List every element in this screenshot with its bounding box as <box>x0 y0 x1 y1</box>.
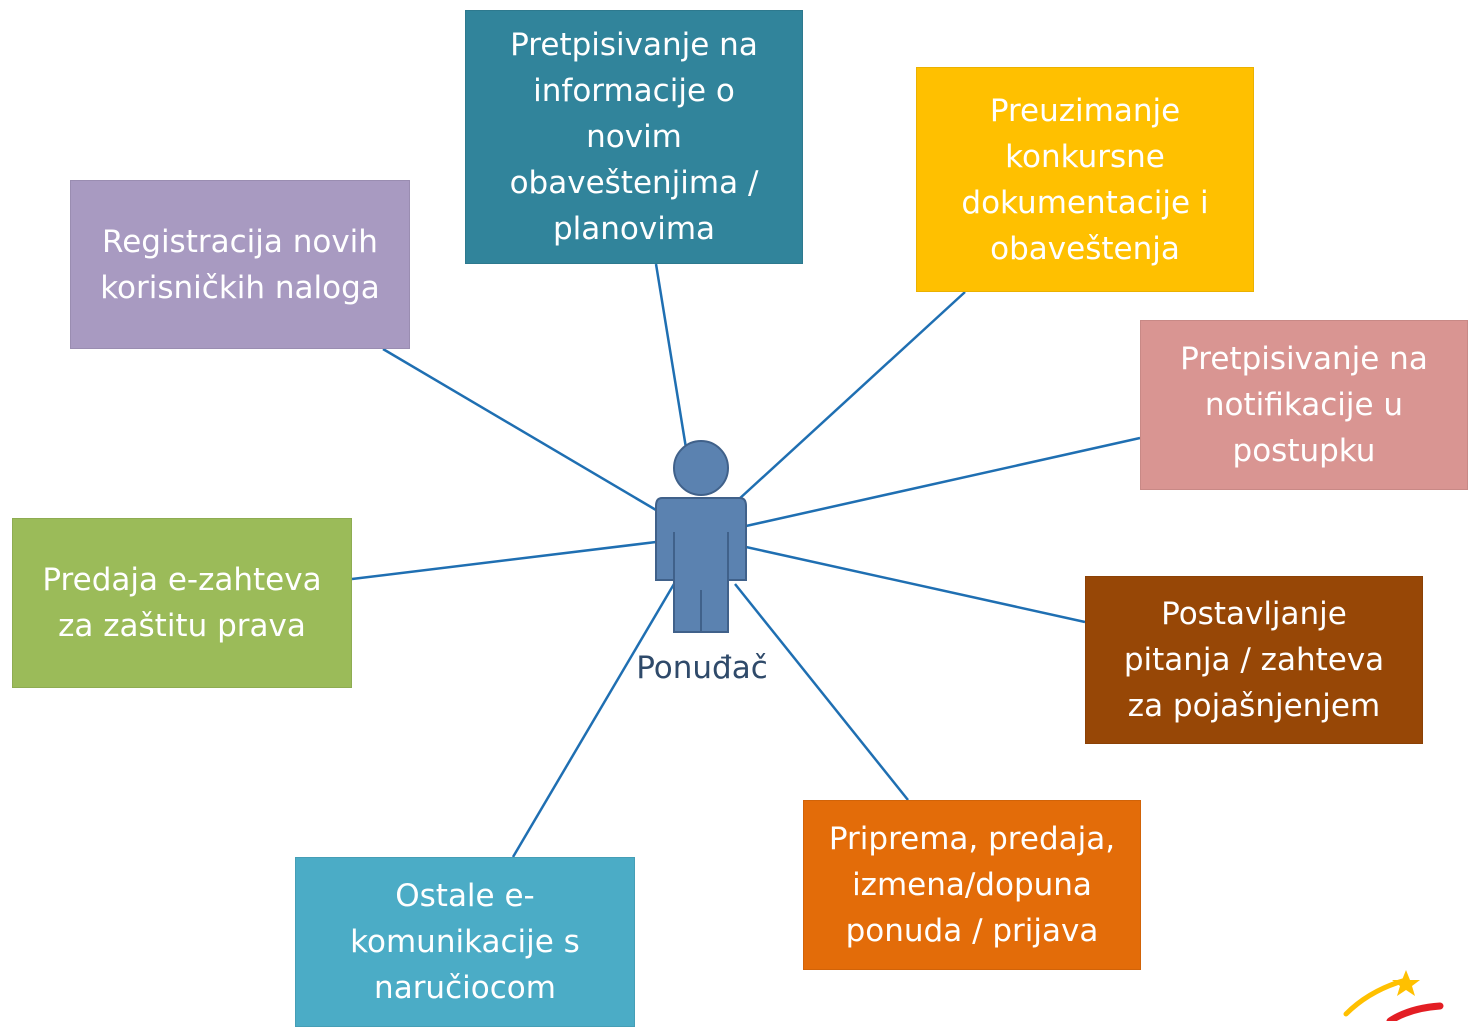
connector-other-communication <box>511 583 676 858</box>
center-actor-label: Ponuđač <box>636 650 768 686</box>
box-download-documentation: Preuzimanje konkursne dokumentacije i ob… <box>916 67 1254 292</box>
box-other-communication-text: Ostale e- komunikacije s naručiocom <box>350 878 580 1006</box>
connector-appeal <box>351 540 657 581</box>
box-subscribe-notifications: Pretpisivanje na notifikacije u postupku <box>1140 320 1468 490</box>
box-subscribe-notifications-text: Pretpisivanje na notifikacije u postupku <box>1180 341 1428 469</box>
box-registration: Registracija novih korisničkih naloga <box>70 180 410 349</box>
box-offers-text: Priprema, predaja, izmena/dopuna ponuda … <box>828 821 1116 949</box>
connector-questions <box>745 545 1086 624</box>
connector-download-docs <box>737 291 966 501</box>
box-subscribe-information-text: Pretpisivanje na informacije o novim oba… <box>509 27 759 247</box>
connector-offers <box>734 583 909 801</box>
person-icon <box>655 440 747 633</box>
box-appeal-request: Predaja e-zahteva za zaštitu prava <box>12 518 352 688</box>
box-registration-text: Registracija novih korisničkih naloga <box>100 223 380 306</box>
box-subscribe-information: Pretpisivanje na informacije o novim oba… <box>465 10 803 264</box>
box-download-documentation-text: Preuzimanje konkursne dokumentacije i ob… <box>961 92 1209 267</box>
box-offers: Priprema, predaja, izmena/dopuna ponuda … <box>803 800 1141 970</box>
box-other-communication: Ostale e- komunikacije s naručiocom <box>295 857 635 1027</box>
box-appeal-request-text: Predaja e-zahteva za zaštitu prava <box>42 562 322 644</box>
connector-subscribe-info <box>654 263 688 449</box>
connector-subscribe-notifications <box>745 436 1141 528</box>
star-swoosh-logo-icon <box>1343 970 1444 1021</box>
connector-registration <box>382 347 657 512</box>
box-questions: Postavljanje pitanja / zahteva za pojašn… <box>1085 576 1423 744</box>
box-questions-text: Postavljanje pitanja / zahteva za pojašn… <box>1123 596 1385 724</box>
